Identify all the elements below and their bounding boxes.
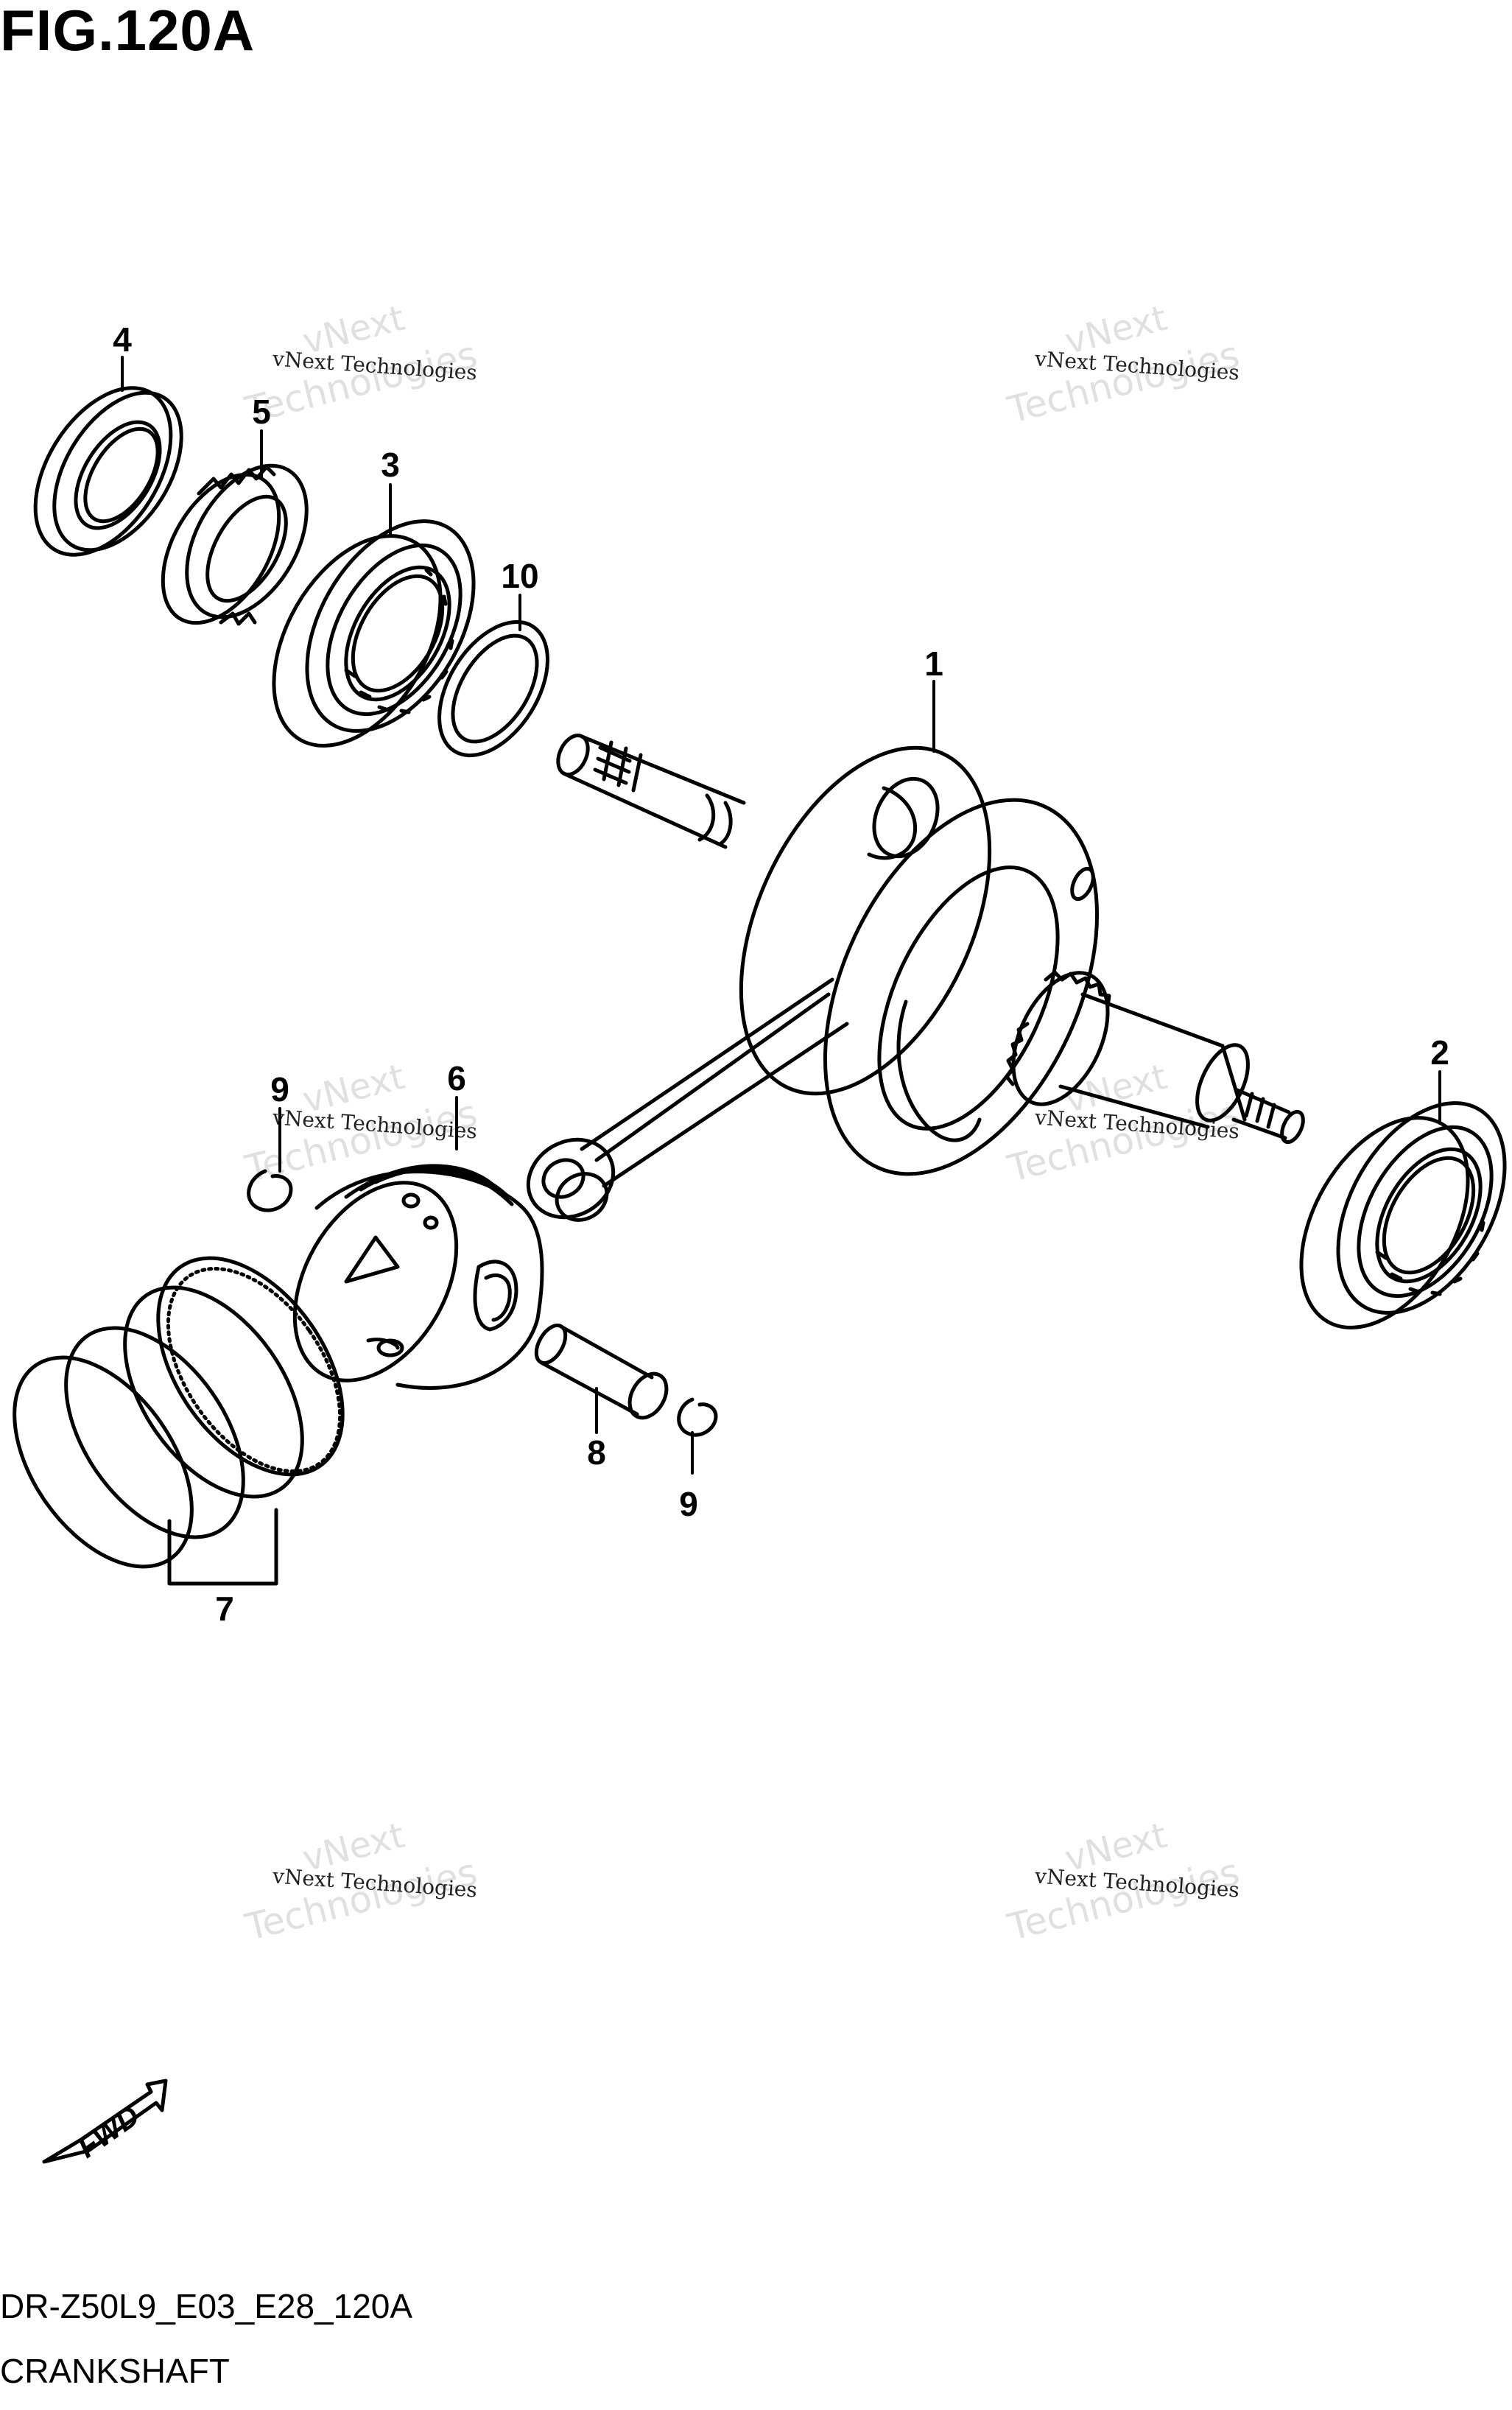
callout-9-upper: 9 (270, 1070, 289, 1109)
callout-7: 7 (215, 1589, 234, 1628)
callout-4: 4 (113, 320, 132, 359)
part-10-washer[interactable] (417, 602, 570, 774)
part-9-piston-pin-clip-upper[interactable] (247, 1169, 293, 1212)
diagram-code: DR-Z50L9_E03_E28_120A (0, 2287, 413, 2325)
part-6-piston[interactable] (261, 1154, 544, 1409)
part-7-piston-rings[interactable] (0, 1224, 381, 1598)
callout-3: 3 (381, 446, 400, 484)
callout-9-lower: 9 (679, 1485, 698, 1523)
callout-numbers: 1 2 3 4 5 6 7 8 9 9 10 (113, 320, 1449, 1628)
callout-2: 2 (1430, 1033, 1449, 1072)
leader-lines (121, 356, 1441, 1475)
part-9-piston-pin-clip-lower[interactable] (677, 1397, 718, 1437)
fwd-label: FWD (72, 2099, 146, 2164)
callout-1: 1 (924, 644, 943, 683)
part-1-crankshaft[interactable] (514, 709, 1307, 1232)
diagram-name: CRANKSHAFT (0, 2352, 230, 2390)
part-3-bearing[interactable] (239, 492, 508, 774)
part-4-oil-seal[interactable] (7, 364, 208, 578)
callout-6: 6 (447, 1059, 466, 1097)
fwd-arrow: FWD (42, 2079, 168, 2164)
part-2-bearing[interactable] (1267, 1074, 1512, 1356)
callout-5: 5 (252, 393, 271, 431)
part-5-gear-sleeve[interactable] (139, 445, 331, 643)
callout-8: 8 (587, 1433, 606, 1472)
figure-title: FIG.120A (0, 0, 256, 63)
callout-10: 10 (501, 557, 538, 595)
part-8-piston-pin[interactable] (530, 1321, 674, 1424)
